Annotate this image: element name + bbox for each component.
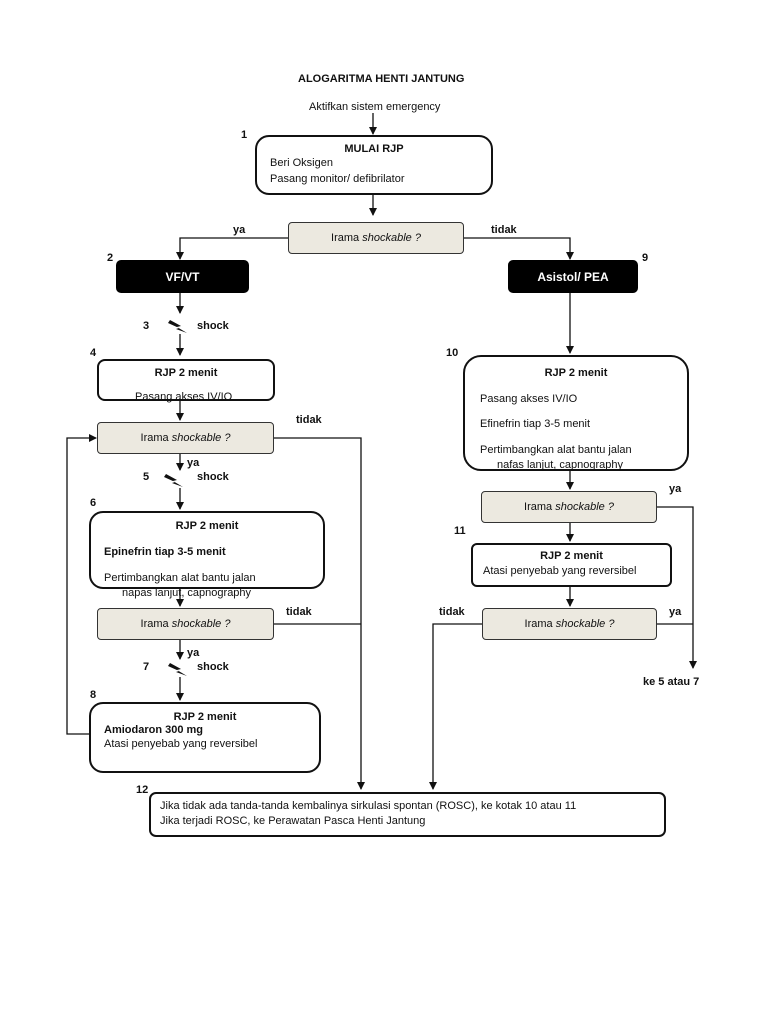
yes-label: ya: [669, 483, 682, 495]
yes-label: ya: [233, 224, 246, 236]
decision-label: Irama: [331, 232, 360, 244]
decision-shockable-right-1: Irama shockable ?: [481, 491, 657, 523]
cpr-box-10: RJP 2 menit Pasang akses IV/IO Efinefrin…: [463, 355, 689, 471]
no-label: tidak: [296, 414, 322, 426]
cpr-box-4: RJP 2 menit Pasang akses IV/IO: [97, 359, 275, 403]
decision-label: Irama: [524, 618, 553, 630]
step-number: 10: [446, 347, 459, 359]
shock-label: shock: [197, 661, 229, 673]
step-number: 6: [90, 497, 97, 509]
decision-italic: shockable ?: [171, 432, 231, 444]
decision-label: Irama: [524, 501, 553, 513]
box-line: Pasang akses IV/IO: [480, 393, 578, 405]
rosc-box-12: Jika tidak ada tanda-tanda kembalinya si…: [149, 792, 666, 837]
vf-vt-box: VF/VT: [116, 260, 249, 293]
box-line: Pasang monitor/ defibrilator: [270, 173, 405, 185]
decision-italic: shockable ?: [362, 232, 421, 244]
step-number: 5: [143, 471, 150, 483]
decision-shockable-left-1: Irama shockable ?: [97, 422, 274, 454]
no-label: tidak: [439, 606, 465, 618]
yes-label: ya: [669, 606, 682, 618]
no-label: tidak: [286, 606, 312, 618]
box-title: MULAI RJP: [344, 143, 404, 155]
cpr-box-11: RJP 2 menit Atasi penyebab yang reversib…: [471, 543, 672, 587]
shock-label: shock: [197, 471, 229, 483]
box-title: RJP 2 menit: [175, 520, 239, 532]
start-cpr-box: MULAI RJP Beri Oksigen Pasang monitor/ d…: [255, 135, 493, 195]
lightning-icon: [160, 470, 186, 490]
decision-label: Irama: [140, 432, 169, 444]
decision-italic: shockable ?: [555, 618, 615, 630]
step-number: 2: [107, 252, 114, 264]
box-line: Amiodaron 300 mg: [104, 724, 204, 736]
activate-emergency-label: Aktifkan sistem emergency: [309, 101, 441, 113]
box-line: Pertimbangkan alat bantu jalan: [104, 572, 256, 584]
box-line: Atasi penyebab yang reversibel: [104, 738, 258, 750]
decision-shockable-left-2: Irama shockable ?: [97, 608, 274, 640]
decision-shockable-right-2: Irama shockable ?: [482, 608, 657, 640]
cpr-box-6: RJP 2 menit Epinefrin tiap 3-5 menit Per…: [89, 511, 325, 599]
shock-label: shock: [197, 320, 229, 332]
page-title: ALOGARITMA HENTI JANTUNG: [298, 73, 465, 85]
step-number: 4: [90, 347, 97, 359]
decision-italic: shockable ?: [171, 618, 231, 630]
box-line: Pertimbangkan alat bantu jalan: [480, 444, 632, 456]
step-number: 8: [90, 689, 97, 701]
box-line: nafas lanjut, capnography: [497, 459, 623, 471]
decision-label: Irama: [140, 618, 169, 630]
step-number: 11: [454, 525, 466, 537]
box-line: Pasang akses IV/IO: [135, 391, 233, 403]
yes-label: ya: [187, 457, 200, 469]
box-line: Efinefrin tiap 3-5 menit: [480, 418, 591, 430]
box-line: Epinefrin tiap 3-5 menit: [104, 546, 226, 558]
box-line: Beri Oksigen: [270, 157, 333, 169]
box-line: Atasi penyebab yang reversibel: [483, 565, 637, 577]
decision-shockable-top: Irama shockable ?: [288, 222, 464, 254]
box-line: napas lanjut, capnography: [122, 587, 252, 599]
step-number: 1: [241, 129, 248, 141]
lightning-icon: [164, 316, 190, 336]
box-title: RJP 2 menit: [154, 367, 218, 379]
step-number: 3: [143, 320, 150, 332]
step-number: 9: [642, 252, 649, 264]
decision-italic: shockable ?: [555, 501, 614, 513]
asystole-pea-box: Asistol/ PEA: [508, 260, 638, 293]
box-title: RJP 2 menit: [173, 711, 237, 723]
step-number: 12: [136, 784, 149, 796]
no-label: tidak: [491, 224, 517, 236]
box-line: Jika terjadi ROSC, ke Perawatan Pasca He…: [160, 815, 426, 827]
yes-label: ya: [187, 647, 200, 659]
goto-label: ke 5 atau 7: [643, 676, 700, 688]
box-title: RJP 2 menit: [540, 550, 603, 562]
lightning-icon: [164, 659, 190, 679]
cpr-box-8: RJP 2 menit Amiodaron 300 mg Atasi penye…: [89, 702, 321, 773]
box-title: RJP 2 menit: [544, 367, 608, 379]
step-number: 7: [143, 661, 150, 673]
box-line: Jika tidak ada tanda-tanda kembalinya si…: [160, 800, 577, 812]
